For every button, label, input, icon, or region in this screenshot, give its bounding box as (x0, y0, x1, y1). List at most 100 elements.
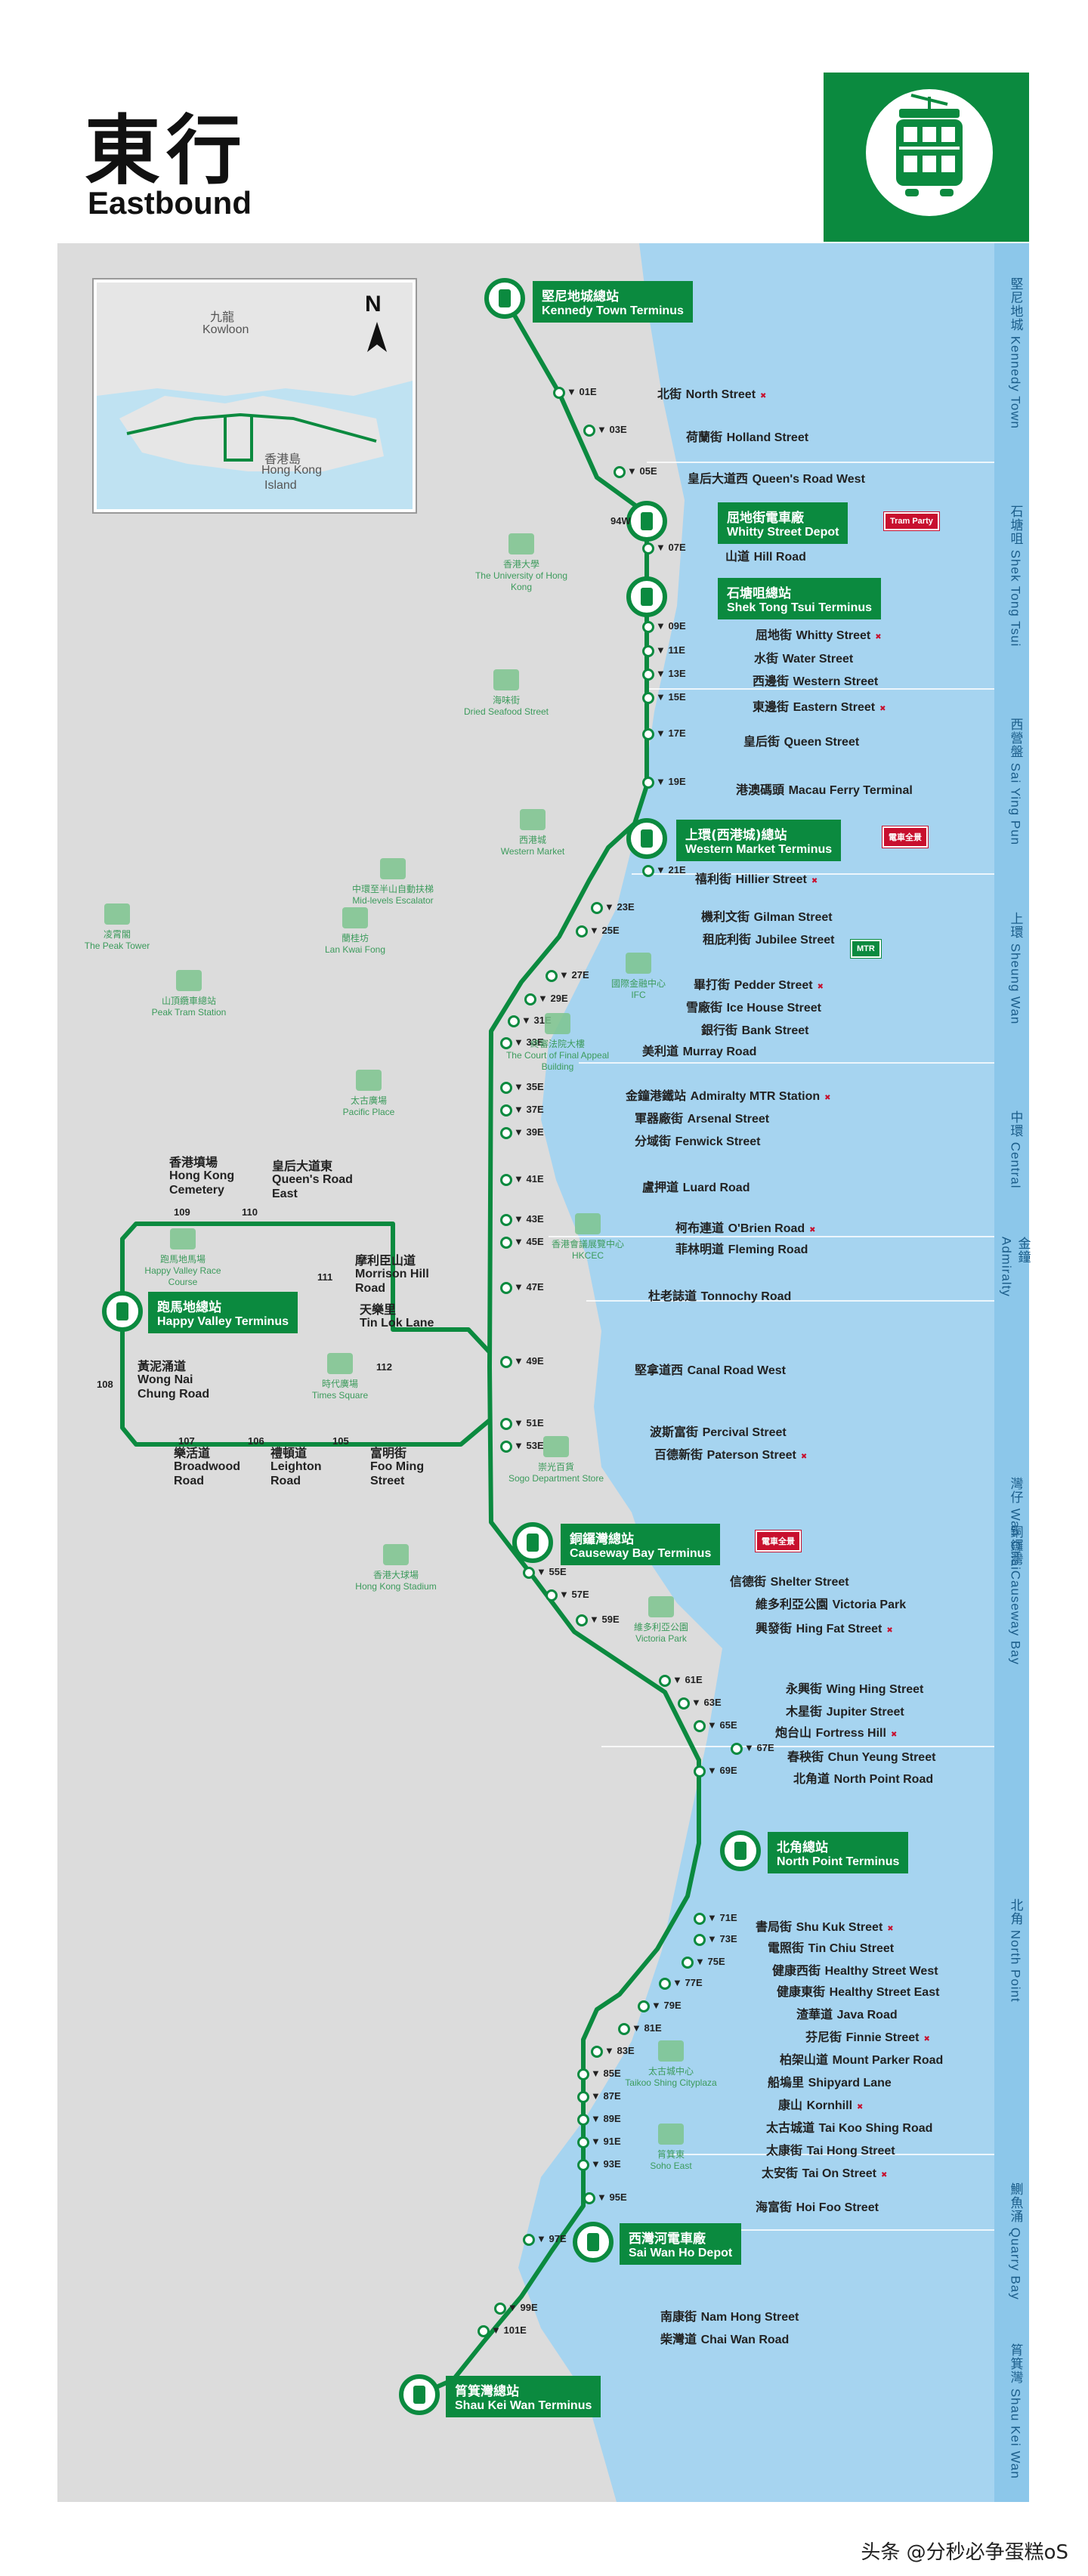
stop-marker[interactable] (500, 1214, 512, 1226)
landmark-name-zh: 香港會議展覽中心 (551, 1239, 624, 1249)
mtr-badge-whitty: MTR (851, 940, 881, 958)
stop-marker[interactable] (508, 1015, 520, 1027)
stop-label: 柯布連道 O'Brien Road✖ (675, 1218, 816, 1236)
stop-marker[interactable] (642, 777, 654, 789)
stop-name-en: Canal Road West (687, 1364, 786, 1377)
stop-marker[interactable] (500, 1174, 512, 1186)
stop-marker[interactable] (642, 728, 654, 740)
stop-name-zh: 炮台山 (775, 1725, 816, 1740)
stop-marker[interactable] (638, 2000, 650, 2012)
hv-stop-name-en: Leighton Road (270, 1460, 322, 1487)
stop-marker[interactable] (642, 865, 654, 877)
stop-marker[interactable] (642, 645, 654, 657)
stop-name-zh: 柯布連道 (675, 1221, 728, 1235)
stop-marker[interactable] (500, 1082, 512, 1094)
stop-marker[interactable] (659, 1978, 671, 1990)
stop-label: 柴灣道 Chai Wan Road (660, 2329, 789, 2347)
stop-name-zh: 禧利街 (695, 872, 736, 886)
stop-name-zh: 北角道 (793, 1771, 834, 1786)
stop-marker[interactable] (577, 2091, 589, 2103)
stop-code: ▼ 19E (656, 776, 686, 787)
stop-marker[interactable] (478, 2325, 490, 2337)
hv-stop-name-en: Morrison Hill Road (355, 1268, 429, 1295)
stop-code: ▼ 09E (656, 620, 686, 632)
hv-stop-name-en: Hong Kong Cemetery (169, 1169, 235, 1197)
landmark-icon (342, 907, 368, 928)
stop-name-en: Jupiter Street (826, 1706, 904, 1719)
stop-marker[interactable] (500, 1104, 512, 1117)
landmark-name-en: IFC (631, 990, 646, 1000)
stop-marker[interactable] (642, 542, 654, 554)
stop-marker[interactable] (659, 1675, 671, 1687)
stop-marker[interactable] (694, 1913, 706, 1925)
stop-marker[interactable] (500, 1282, 512, 1294)
stop-name-zh: 健康東街 (777, 1985, 830, 1999)
stop-marker[interactable] (694, 1720, 706, 1732)
stop-marker[interactable] (682, 1957, 694, 1969)
stop-name-en: Hoi Foo Street (796, 2201, 879, 2214)
stop-marker[interactable] (546, 1589, 558, 1602)
stop-marker[interactable] (591, 2046, 603, 2058)
stop-code: ▼ 95E (597, 2191, 627, 2203)
stop-marker[interactable] (731, 1743, 743, 1755)
stop-marker[interactable] (642, 621, 654, 633)
stop-marker[interactable] (642, 669, 654, 681)
stop-marker[interactable] (694, 1765, 706, 1778)
stop-marker[interactable] (577, 2136, 589, 2148)
stop-name-en: Queen Street (784, 736, 860, 749)
stop-marker[interactable] (583, 2192, 595, 2204)
stop-marker[interactable] (500, 1037, 512, 1049)
stop-marker[interactable] (523, 1567, 535, 1579)
stop-code: ▼ 73E (707, 1933, 737, 1944)
stop-marker[interactable] (614, 466, 626, 478)
stop-marker[interactable] (577, 2114, 589, 2126)
stop-marker[interactable] (694, 1934, 706, 1946)
stop-marker[interactable] (583, 425, 595, 437)
stop-label: 軍器廠街 Arsenal Street (635, 1108, 769, 1126)
stop-marker[interactable] (642, 692, 654, 704)
stop-marker[interactable] (678, 1697, 690, 1710)
mtr-icon: ✖ (875, 633, 882, 641)
stop-marker[interactable] (500, 1356, 512, 1368)
stop-marker[interactable] (577, 2068, 589, 2080)
stop-marker[interactable] (500, 1418, 512, 1430)
stop-marker[interactable] (500, 1237, 512, 1249)
stop-label: 柏架山道 Mount Parker Road (780, 2049, 943, 2068)
stop-label: 健康東街 Healthy Street East (777, 1981, 939, 2000)
stop-name-en: Tin Chiu Street (808, 1942, 895, 1955)
stop-code: ▼ 57E (559, 1589, 589, 1600)
stop-marker[interactable] (577, 2159, 589, 2171)
stop-marker[interactable] (524, 993, 536, 1005)
stop-name-en: Mount Parker Road (832, 2054, 944, 2067)
stop-marker[interactable] (500, 1127, 512, 1139)
mtr-icon: ✖ (800, 1453, 808, 1461)
stop-code: ▼ 35E (514, 1081, 544, 1092)
stop-marker[interactable] (576, 1614, 588, 1626)
stop-marker[interactable] (494, 2303, 506, 2315)
stop-marker[interactable] (591, 902, 603, 914)
hv-stop-name-zh: 天樂里 (360, 1302, 397, 1317)
stop-label: 雪廠街 Ice House Street (686, 997, 821, 1015)
stop-marker[interactable] (618, 2023, 630, 2035)
stop-marker[interactable] (500, 1441, 512, 1453)
mtr-icon: ✖ (923, 2035, 930, 2043)
stop-marker[interactable] (546, 970, 558, 982)
stop-name-en: Ice House Street (726, 1002, 821, 1015)
stop-marker[interactable] (553, 387, 565, 399)
hv-stop-code: 109 (174, 1206, 190, 1218)
landmark-icon (356, 1070, 382, 1091)
stop-marker[interactable] (576, 925, 588, 937)
stop-marker[interactable] (523, 2234, 535, 2246)
stop-label: 銀行街 Bank Street (701, 1020, 809, 1038)
